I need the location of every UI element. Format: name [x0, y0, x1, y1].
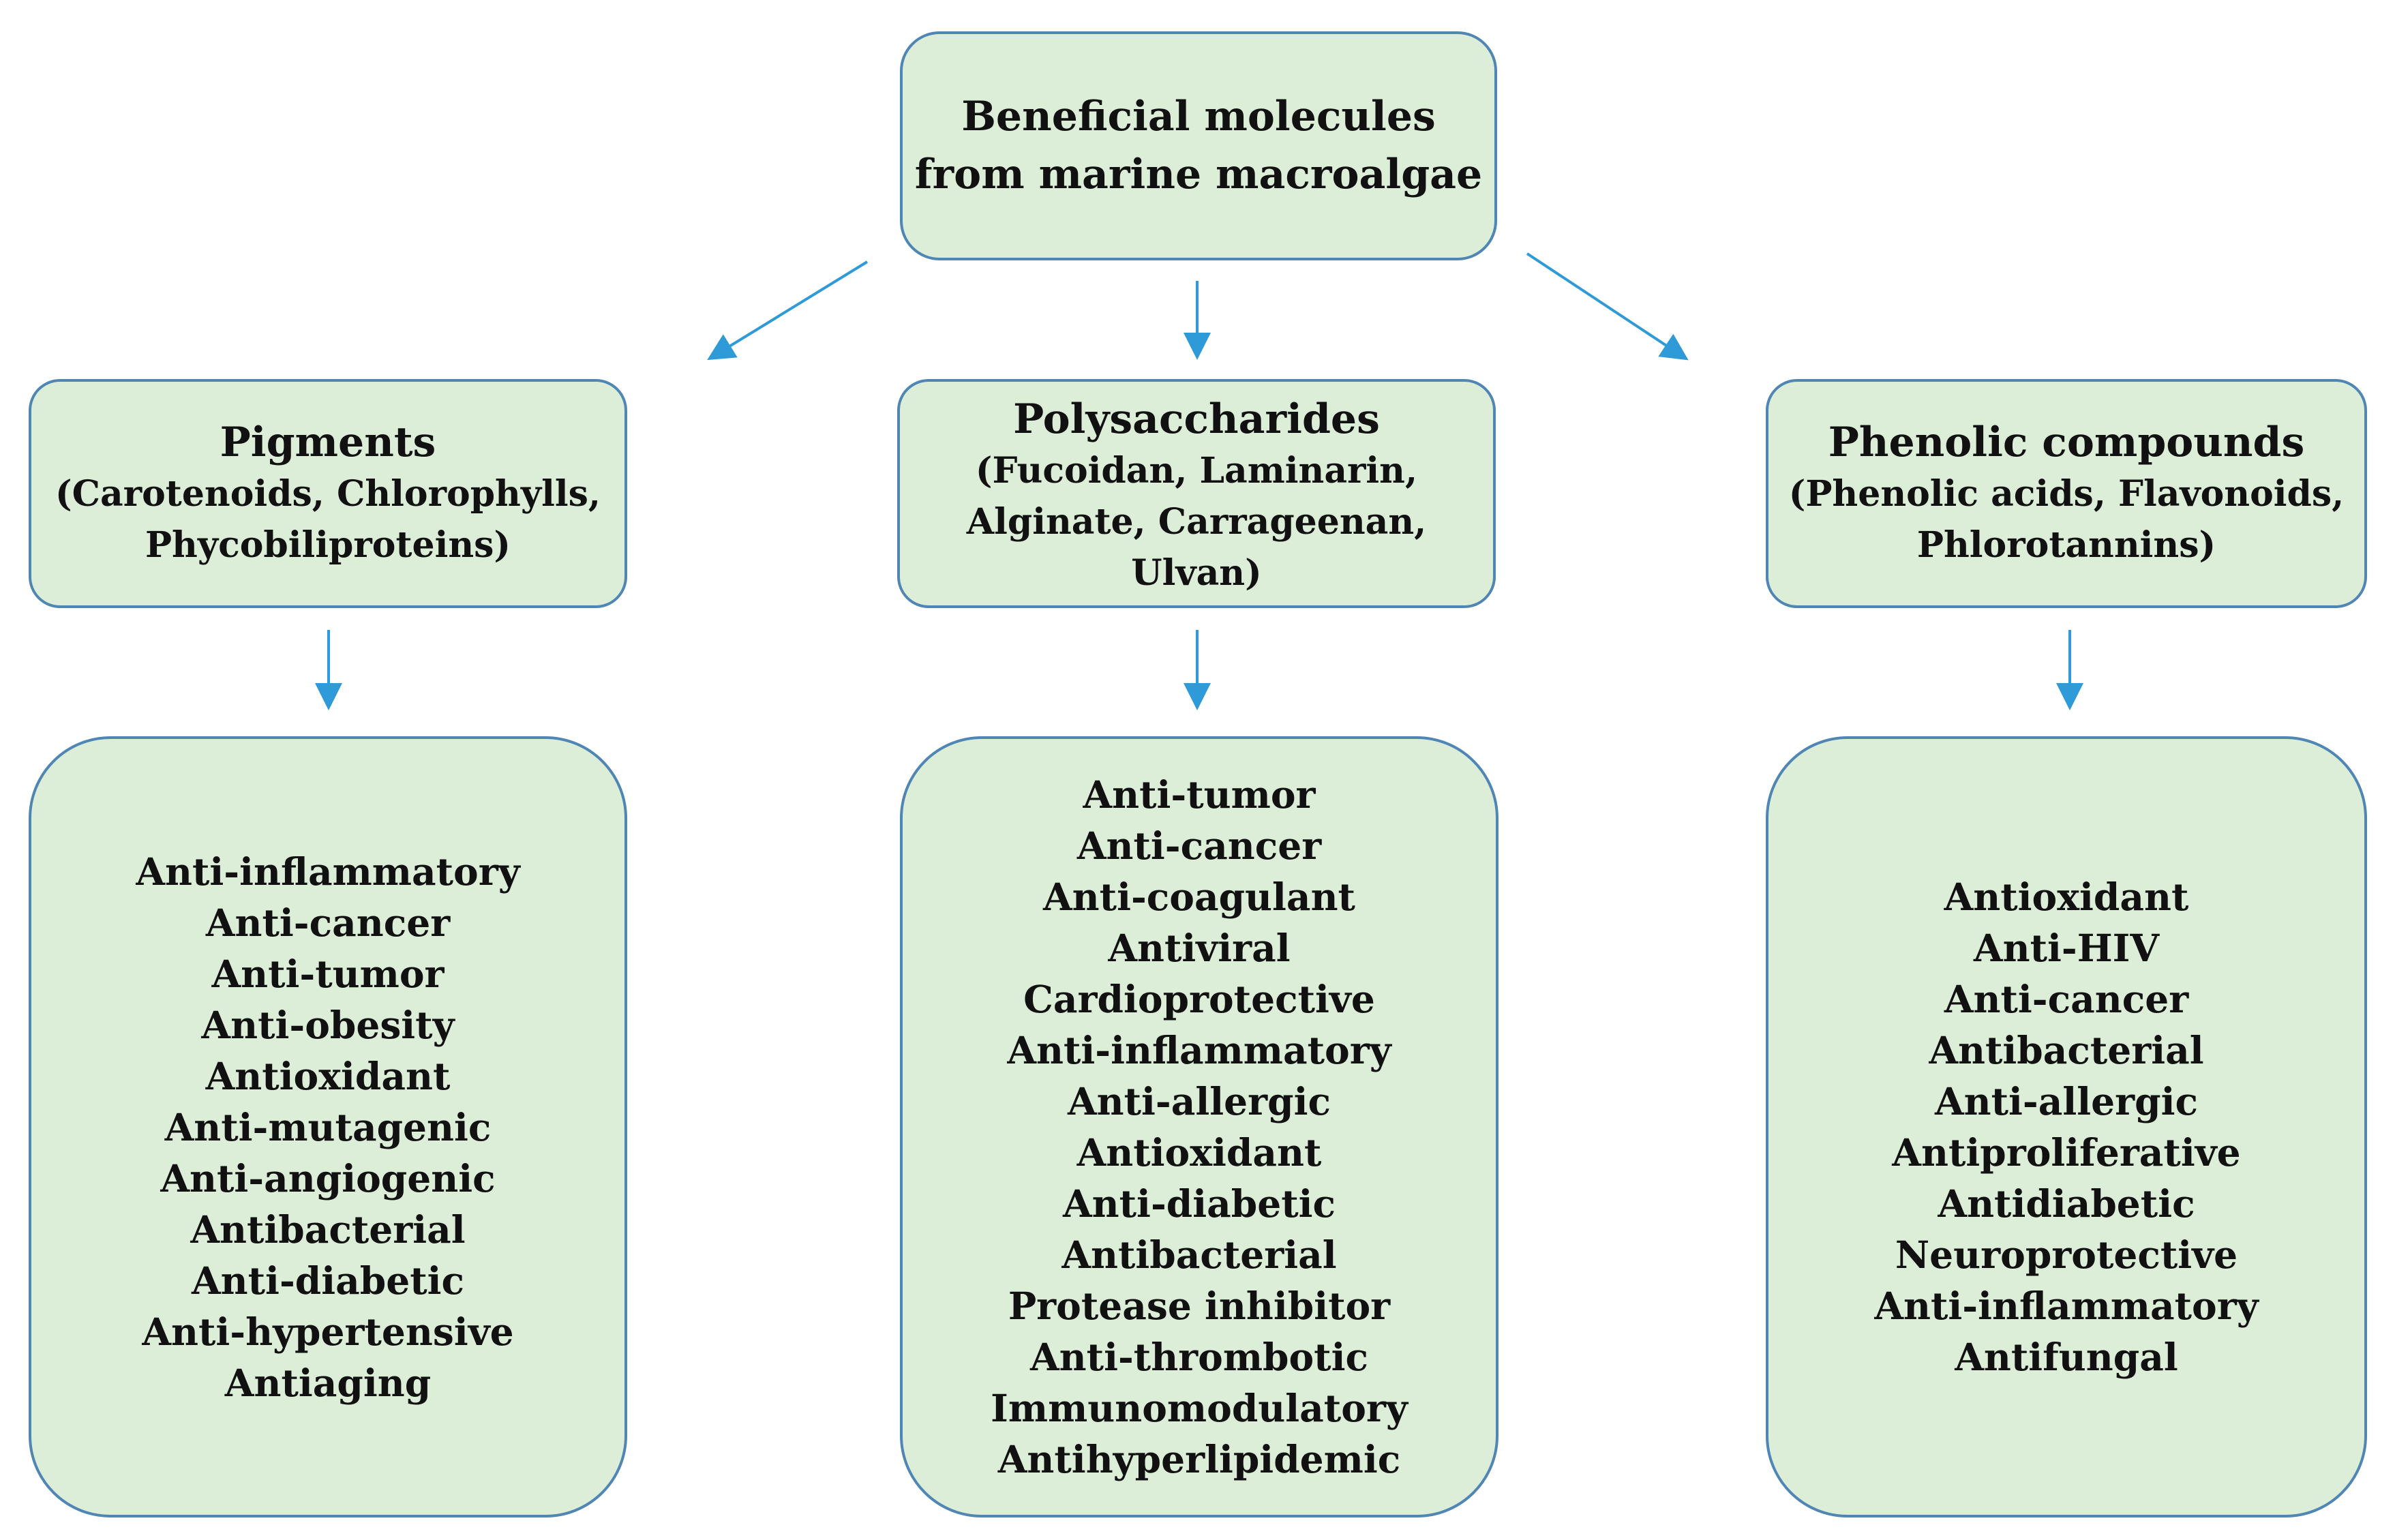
activities-box-polysaccharides: Anti-tumor Anti-cancer Anti-coagulant An… [900, 736, 1498, 1518]
activity-item: Antiproliferative [1892, 1130, 2241, 1175]
activity-item: Anti-coagulant [1043, 875, 1355, 919]
activity-item: Antifungal [1955, 1335, 2178, 1379]
category-box-pigments: Pigments (Carotenoids, Chlorophylls, Phy… [29, 379, 627, 608]
activity-item: Anti-inflammatory [1874, 1284, 2259, 1328]
activity-item: Antibacterial [1929, 1028, 2204, 1072]
category-title-polysaccharides: Polysaccharides [1013, 395, 1380, 443]
activity-item: Protease inhibitor [1008, 1284, 1391, 1328]
activities-box-phenolic-compounds: Antioxidant Anti-HIV Anti-cancer Antibac… [1766, 736, 2367, 1518]
activity-item: Anti-hypertensive [142, 1309, 514, 1354]
activity-item: Anti-diabetic [191, 1258, 464, 1303]
arrow-root-to-phenolic-compounds [1526, 252, 1689, 361]
activity-item: Anti-cancer [1076, 824, 1322, 868]
activity-item: Antioxidant [1944, 875, 2189, 919]
activity-item: Anti-thrombotic [1030, 1335, 1368, 1379]
activities-box-pigments: Anti-inflammatory Anti-cancer Anti-tumor… [29, 736, 627, 1518]
activity-item: Anti-obesity [201, 1002, 455, 1047]
root-title-line-1: Beneficial molecules [961, 93, 1436, 140]
activities-list-polysaccharides: Anti-tumor Anti-cancer Anti-coagulant An… [991, 769, 1408, 1485]
root-node: Beneficial molecules from marine macroal… [900, 31, 1497, 260]
category-box-polysaccharides: Polysaccharides (Fucoidan, Laminarin, Al… [897, 379, 1496, 608]
activity-item: Anti-angiogenic [160, 1156, 496, 1201]
activity-item: Anti-cancer [205, 900, 451, 945]
category-title-phenolic-compounds: Phenolic compounds [1828, 418, 2305, 466]
activity-item: Anti-allergic [1067, 1079, 1331, 1123]
activity-item: Anti-diabetic [1062, 1181, 1336, 1226]
category-box-phenolic-compounds: Phenolic compounds (Phenolic acids, Flav… [1766, 379, 2367, 608]
activity-item: Immunomodulatory [991, 1386, 1408, 1430]
category-subtitle-phenolic-compounds: (Phenolic acids, Flavonoids, Phlorotanni… [1788, 472, 2345, 566]
activity-item: Antioxidant [1076, 1130, 1322, 1175]
category-subtitle-pigments: (Carotenoids, Chlorophylls, Phycobilipro… [55, 472, 601, 566]
activity-item: Anti-mutagenic [164, 1104, 492, 1149]
activity-item: Antibacterial [1061, 1233, 1337, 1277]
activity-item: Anti-cancer [1944, 977, 2189, 1021]
activities-list-pigments: Anti-inflammatory Anti-cancer Anti-tumor… [136, 846, 519, 1408]
activity-item: Anti-HIV [1973, 926, 2160, 970]
activity-item: Neuroprotective [1895, 1233, 2238, 1277]
category-subtitle-polysaccharides: (Fucoidan, Laminarin, Alginate, Carragee… [966, 450, 1427, 594]
arrow-root-to-pigments [707, 260, 869, 361]
category-title-pigments: Pigments [220, 418, 436, 466]
activity-item: Antihyperlipidemic [997, 1437, 1401, 1481]
activity-item: Anti-inflammatory [136, 849, 520, 894]
activity-item: Anti-allergic [1934, 1079, 2198, 1123]
activity-item: Cardioprotective [1023, 977, 1375, 1021]
activity-item: Anti-inflammatory [1007, 1028, 1391, 1072]
activity-item: Antioxidant [205, 1053, 451, 1098]
root-title-line-2: from marine macroalgae [914, 151, 1483, 198]
activity-item: Antidiabetic [1938, 1181, 2195, 1226]
activity-item: Antibacterial [190, 1207, 466, 1252]
activities-list-phenolic-compounds: Antioxidant Anti-HIV Anti-cancer Antibac… [1874, 871, 2258, 1383]
activity-item: Antiviral [1108, 926, 1291, 970]
activity-item: Anti-tumor [1083, 772, 1316, 817]
activity-item: Anti-tumor [211, 951, 445, 996]
activity-item: Antiaging [224, 1360, 432, 1405]
